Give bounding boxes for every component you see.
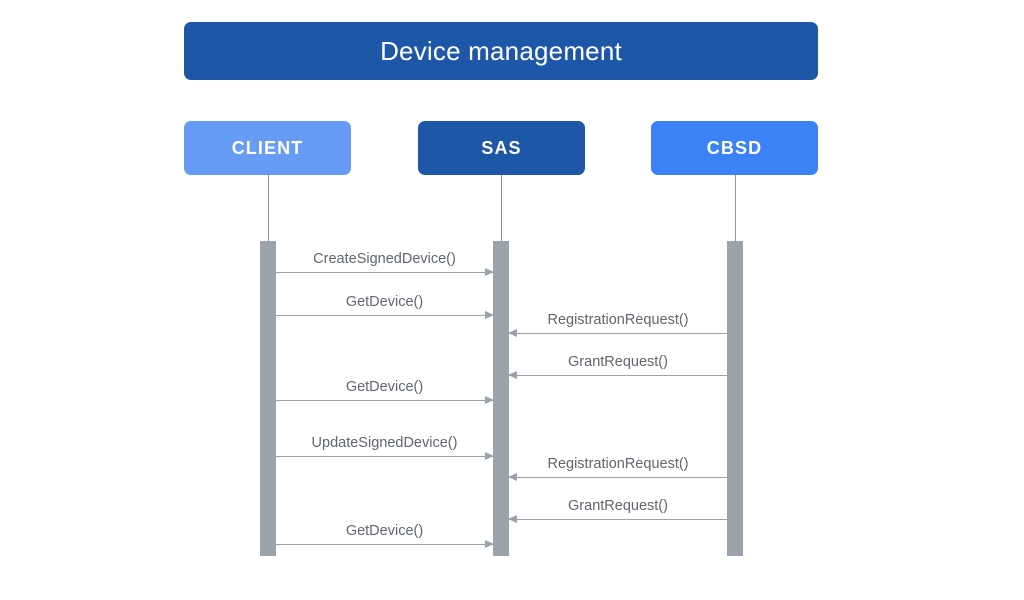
activation-bar-client [260,241,276,556]
message-label: GrantRequest() [568,497,668,514]
page-title: Device management [380,36,622,66]
arrow-head-left-icon [508,371,517,379]
message-label: RegistrationRequest() [547,455,689,472]
arrow-head-right-icon [485,452,494,460]
message-line [276,400,493,401]
participant-client-label: CLIENT [231,138,304,158]
participant-cbsd[interactable]: CBSD [651,121,818,175]
arrow-head-right-icon [485,540,494,548]
activation-bar-cbsd [727,241,743,556]
arrow-head-left-icon [508,329,517,337]
activation-bar-sas [493,241,509,556]
lifeline-cbsd [735,175,736,241]
lifeline-client [268,175,269,241]
arrow-head-right-icon [485,311,494,319]
participant-sas[interactable]: SAS [418,121,585,175]
message-line [509,519,727,520]
message-line [509,375,727,376]
message-line [509,333,727,334]
arrow-head-right-icon [485,268,494,276]
participant-cbsd-label: CBSD [706,138,763,158]
arrow-head-left-icon [508,515,517,523]
arrow-head-right-icon [485,396,494,404]
message-line [276,315,493,316]
message-label: GetDevice() [345,378,424,395]
message-line [509,477,727,478]
message-line [276,456,493,457]
message-line [276,544,493,545]
message-line [276,272,493,273]
message-label: CreateSignedDevice() [313,250,456,267]
lifeline-sas [501,175,502,241]
diagram-title-banner: Device management [184,22,818,80]
message-label: UpdateSignedDevice() [311,434,458,451]
message-label: GrantRequest() [568,353,668,370]
participant-sas-label: SAS [481,138,522,158]
message-label: RegistrationRequest() [547,311,689,328]
message-label: GetDevice() [345,293,424,310]
participant-client[interactable]: CLIENT [184,121,351,175]
message-label: GetDevice() [345,522,424,539]
arrow-head-left-icon [508,473,517,481]
